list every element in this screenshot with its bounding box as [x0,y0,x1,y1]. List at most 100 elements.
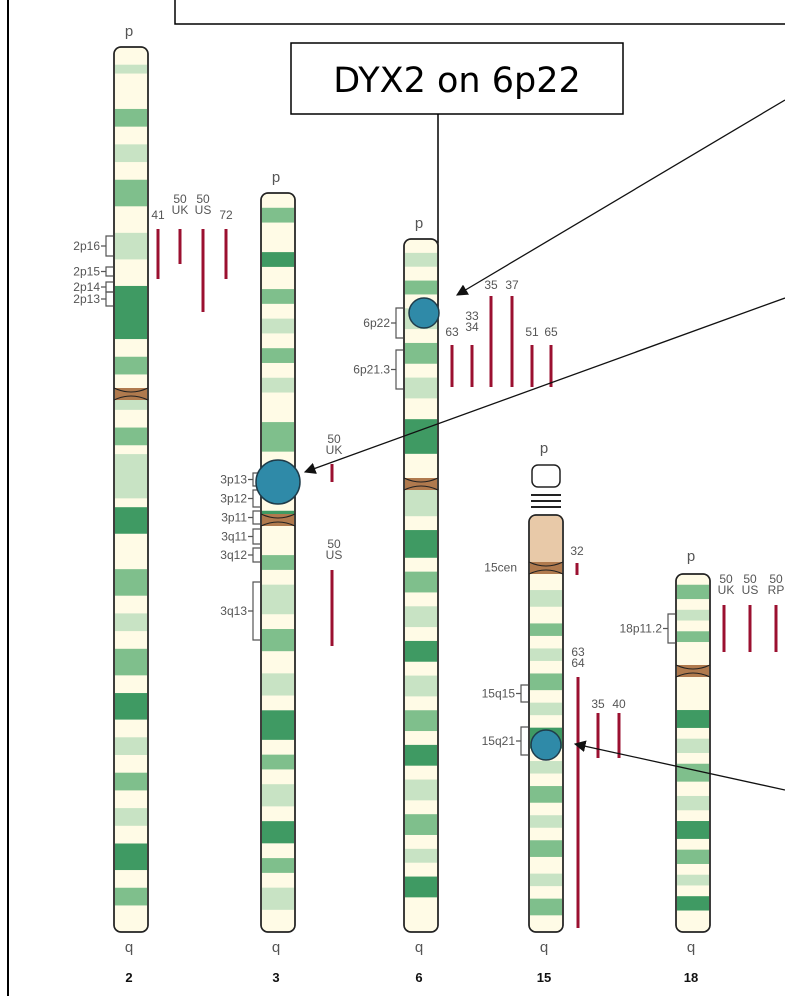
chromosome-3-band-9 [262,555,294,570]
chromosome-18-band-10 [677,896,709,910]
chromosome-2-band-14 [115,693,147,720]
band-labels-group: 2p162p152p142p133p133p123p113q113q123q13… [73,236,675,755]
callout-label: DYX2 on 6p22 [333,61,581,101]
band-bracket-6p22 [391,308,403,338]
chromosome-15-band-10 [530,874,562,887]
chromosome-6-band-0 [405,253,437,267]
chromosome-6-band-9 [405,606,437,627]
chromosome-18-band-6 [677,796,709,810]
band-label-3p13: 3p13 [220,473,247,487]
chromosome-15-band-7 [530,786,562,803]
chromosome-6-number: 6 [415,970,422,985]
band-label-3q13: 3q13 [220,604,247,618]
study-label-line: 32 [570,544,584,558]
chromosome-6-band-1 [405,281,437,295]
chromosome-6-band-16 [405,849,437,863]
chromosome-2-band-9 [115,454,147,498]
band-label-15q21: 15q21 [482,734,516,748]
band-label-18p11.2: 18p11.2 [620,622,663,636]
chromosome-15-satellite [532,465,560,487]
chromosome-6-p-label: p [415,215,423,232]
band-bracket-15q15 [516,685,528,702]
study-label-line: UK [326,443,343,457]
band-bracket-2p14 [101,282,113,292]
chromosome-15-band-9 [530,840,562,857]
study-label-line: 35 [484,278,498,292]
chromosome-15-p-arm [530,516,562,563]
chromosome-15-q-label: q [540,939,548,956]
study-label-line: 37 [505,278,519,292]
band-bracket-2p13 [101,292,113,306]
chromosome-15-band-6 [530,761,562,774]
chromosome-6-band-17 [405,877,437,898]
chromosome-18-band-4 [677,739,709,753]
chromosome-3-band-15 [262,784,294,806]
band-label-2p15: 2p15 [73,265,100,279]
study-label-line: UK [172,203,189,217]
study-label-line: 64 [571,656,585,670]
chromosome-15-body [529,515,563,932]
study-label-6-0: 63 [445,325,459,339]
chromosome-18-band-7 [677,821,709,839]
chromosome-6-band-15 [405,814,437,835]
band-label-6p21.3: 6p21.3 [353,363,390,377]
chromosome-3: pq3 [261,169,295,985]
locus-marker-15q21 [531,730,561,760]
chromosome-3-band-6 [262,422,294,452]
study-label-line: 72 [219,208,233,222]
chromosome-6-band-3 [405,343,437,364]
chromosome-15-band-0 [530,590,562,607]
chromosome-6-band-7 [405,530,437,558]
chromosome-3-band-17 [262,858,294,873]
chromosome-2-band-12 [115,613,147,631]
band-bracket-18p11.2 [663,614,675,643]
chromosome-18-number: 18 [684,970,698,985]
study-label-line: US [326,548,343,562]
chromosome-3-band-16 [262,821,294,843]
study-label-15-3: 40 [612,697,626,711]
chromosome-18-band-2 [677,631,709,642]
chromosome-2-band-6 [115,357,147,375]
band-label-2p16: 2p16 [73,239,100,253]
chromosome-6-band-11 [405,676,437,697]
chromosome-3-band-18 [262,888,294,910]
chromosome-2-band-16 [115,773,147,791]
chromosome-6-band-8 [405,572,437,593]
top-frame-box [175,0,785,24]
band-bracket-15q21 [516,727,528,755]
study-label-line: UK [718,583,735,597]
study-label-2-3: 72 [219,208,233,222]
chromosome-2-band-8 [115,428,147,446]
chromosome-3-band-13 [262,710,294,740]
chromosome-2-q-label: q [125,939,133,956]
study-label-2-1: 50UK [172,192,189,217]
chromosome-15-p-label: p [540,440,548,457]
band-label-3p12: 3p12 [220,492,247,506]
chromosome-3-band-5 [262,378,294,393]
band-bracket-3p11 [248,511,260,524]
chromosome-6-band-13 [405,745,437,766]
study-label-2-2: 50US [195,192,212,217]
chromosome-2-band-4 [115,233,147,260]
band-bracket-3q13 [248,582,260,640]
study-label-6-5: 65 [544,325,558,339]
study-label-line: 34 [465,320,479,334]
chromosome-6-band-10 [405,641,437,662]
chromosome-2-p-label: p [125,23,133,40]
chromosome-2-band-19 [115,888,147,906]
chromosome-6-band-14 [405,780,437,801]
chromosome-3-band-11 [262,629,294,651]
band-label-15q15: 15q15 [482,687,516,701]
study-label-line: 65 [544,325,558,339]
chromosome-6: pq6 [404,215,438,985]
chromosome-2-band-0 [115,65,147,74]
study-label-15-2: 35 [591,697,605,711]
band-label-2p13: 2p13 [73,292,100,306]
chromosome-3-band-12 [262,673,294,695]
chromosome-3-band-10 [262,585,294,615]
study-label-6-2: 35 [484,278,498,292]
chromosome-3-band-3 [262,319,294,334]
band-bracket-3q12 [248,548,260,562]
band-label-6p22: 6p22 [363,316,390,330]
